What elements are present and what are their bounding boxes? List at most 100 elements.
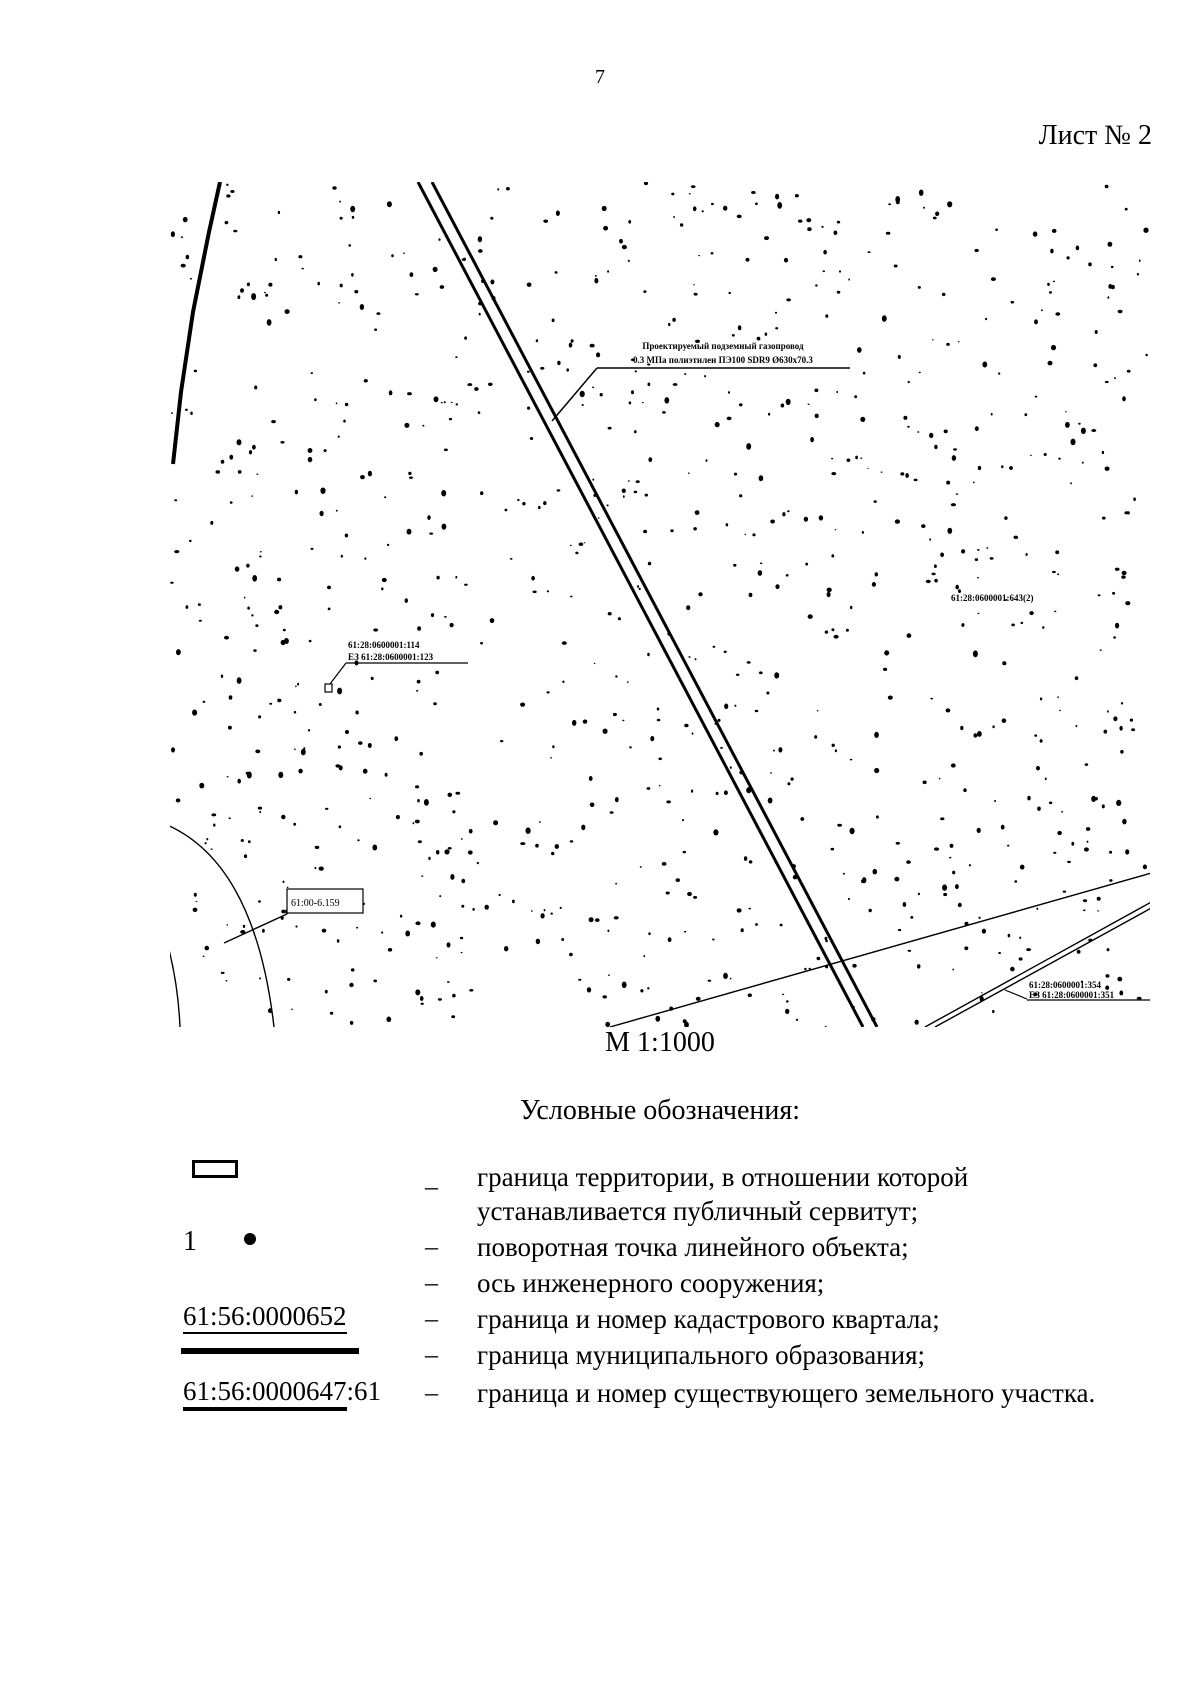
terrain-dot [774, 311, 778, 314]
terrain-dot [506, 187, 510, 191]
terrain-dot [265, 293, 269, 297]
terrain-dot [350, 968, 355, 972]
terrain-dot [794, 194, 799, 198]
terrain-dot [269, 702, 273, 705]
terrain-dot [816, 710, 819, 712]
terrain-dot [921, 524, 926, 528]
terrain-dot [478, 249, 483, 253]
terrain-dot [422, 424, 425, 427]
terrain-dot [759, 562, 763, 565]
terrain-dot [461, 258, 466, 261]
terrain-dot [170, 231, 175, 238]
road-line-lower [934, 907, 1150, 1027]
terrain-dot [1010, 966, 1015, 972]
terrain-dot [174, 550, 180, 554]
terrain-dot [622, 495, 625, 498]
terrain-dot [448, 417, 453, 421]
terrain-dot [551, 318, 555, 323]
terrain-dot [1085, 827, 1091, 831]
terrain-dot [441, 523, 447, 530]
terrain-dot [599, 393, 603, 397]
terrain-dot [593, 662, 596, 665]
terrain-dot [1122, 818, 1127, 825]
terrain-dot [230, 190, 235, 193]
terrain-dot [539, 821, 541, 823]
terrain-dot [1133, 497, 1136, 502]
terrain-dot [1113, 716, 1118, 722]
terrain-dot [1019, 936, 1022, 940]
terrain-dot [529, 437, 534, 440]
terrain-dot [233, 229, 238, 233]
terrain-dot [714, 421, 720, 428]
terrain-dot [1054, 610, 1057, 613]
terrain-dot [509, 558, 513, 560]
terrain-dot [310, 372, 313, 375]
terrain-dot [888, 203, 892, 206]
terrain-dot [588, 776, 593, 781]
terrain-dot [1034, 395, 1038, 398]
terrain-dot [1124, 511, 1129, 515]
terrain-dot [444, 616, 447, 618]
terrain-dot [1114, 377, 1116, 380]
terrain-dot [1120, 702, 1124, 705]
terrain-dot [963, 788, 967, 793]
legend-desc-turning-point: поворотная точка линейного объекта; [477, 1232, 909, 1262]
terrain-dot [337, 687, 343, 695]
terrain-dot [947, 527, 953, 534]
terrain-dot [976, 827, 981, 834]
terrain-dot [170, 581, 174, 584]
terrain-dot [237, 295, 241, 300]
terrain-dot [977, 548, 980, 551]
terrain-dot [1107, 241, 1113, 247]
terrain-dot [464, 336, 467, 340]
terrain-dot [739, 494, 743, 498]
terrain-dot [933, 847, 940, 851]
terrain-dot [1102, 516, 1106, 520]
terrain-dot [785, 574, 789, 577]
terrain-dot [942, 884, 948, 891]
terrain-dot [259, 555, 262, 558]
terrain-dot [344, 533, 349, 538]
terrain-dot [650, 735, 655, 742]
terrain-dot [199, 782, 205, 789]
terrain-dot [314, 398, 317, 402]
terrain-dot [1055, 550, 1060, 555]
terrain-dot [193, 892, 197, 897]
terrain-dot [823, 249, 827, 255]
terrain-dot [1104, 184, 1109, 189]
terrain-dot [1007, 844, 1010, 847]
boundary-code-box [286, 888, 364, 914]
terrain-dot [938, 777, 941, 780]
terrain-dot [1113, 636, 1116, 639]
terrain-dot [376, 312, 381, 315]
terrain-dot [740, 928, 744, 933]
terrain-dot [452, 993, 456, 998]
terrain-dot [964, 946, 969, 951]
terrain-dot [704, 375, 707, 378]
terrain-dot [822, 270, 826, 273]
terrain-dot [460, 838, 463, 840]
terrain-dot [314, 866, 317, 870]
terrain-dot [845, 628, 849, 632]
terrain-dot [419, 996, 424, 1001]
terrain-dot [1096, 896, 1101, 901]
terrain-dot [381, 931, 384, 934]
terrain-dot [943, 892, 948, 897]
terrain-dot [981, 992, 983, 994]
terrain-dot [405, 930, 411, 937]
terrain-dot [684, 723, 689, 728]
terrain-dot [339, 200, 341, 203]
terrain-dot [263, 291, 266, 294]
terrain-dot [1004, 516, 1008, 520]
terrain-dot [210, 848, 213, 850]
terrain-dot [958, 589, 961, 593]
terrain-dot [472, 907, 475, 911]
terrain-dot [640, 989, 644, 993]
terrain-dot [932, 216, 937, 220]
terrain-dot [881, 315, 887, 322]
terrain-dot [259, 810, 262, 814]
terrain-dot [662, 411, 666, 414]
terrain-dot [1119, 990, 1124, 996]
terrain-dot [684, 1021, 689, 1027]
terrain-dot [780, 403, 785, 408]
